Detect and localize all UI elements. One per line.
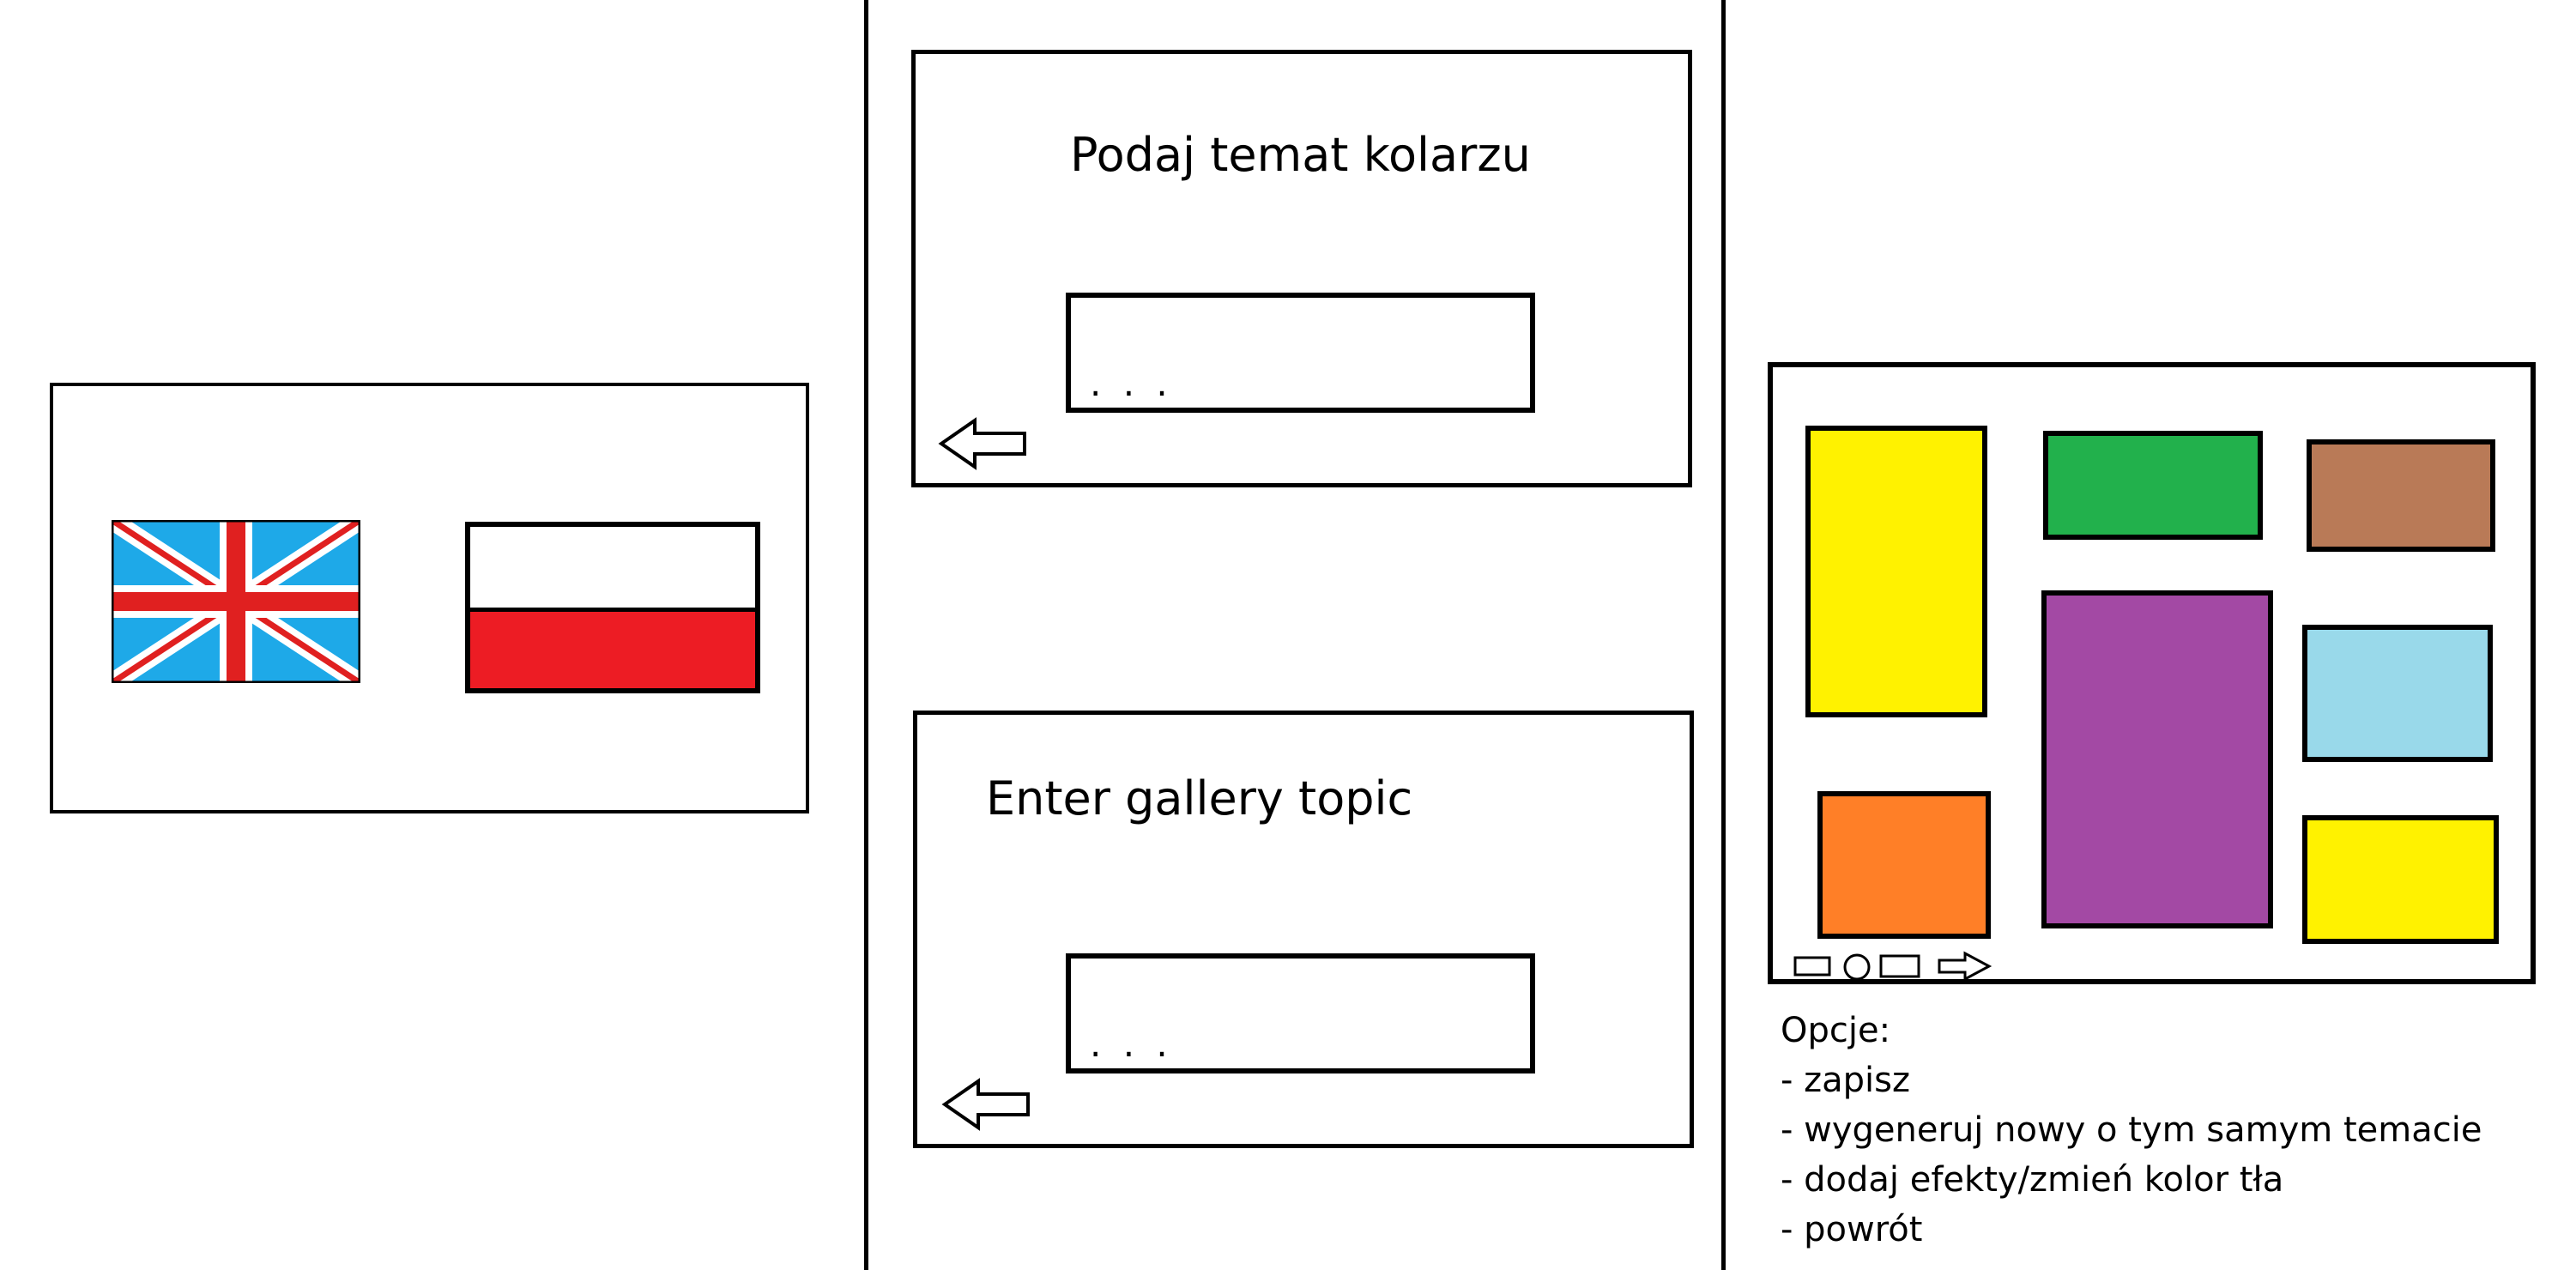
option-regenerate[interactable]: - wygeneruj nowy o tym samym temacie xyxy=(1781,1110,2482,1150)
rectangle-icon[interactable] xyxy=(1793,956,1831,977)
prompt-screen-en: Enter gallery topic . . . xyxy=(913,711,1694,1148)
options-list: Opcje: - zapisz - wygeneruj nowy o tym s… xyxy=(1781,1006,2553,1263)
language-select-frame xyxy=(50,383,809,813)
option-back[interactable]: - powrót xyxy=(1781,1210,1923,1249)
collage-toolbar xyxy=(1793,951,1999,982)
topic-input-en-value: . . . xyxy=(1090,1023,1173,1065)
collage-tile-yellow-small[interactable] xyxy=(2302,815,2499,944)
circle-icon[interactable] xyxy=(1843,953,1871,981)
collage-tile-yellow-tall[interactable] xyxy=(1805,426,1987,717)
divider-left xyxy=(864,0,868,1270)
collage-tile-green[interactable] xyxy=(2043,431,2263,540)
topic-input-pl[interactable]: . . . xyxy=(1066,293,1535,413)
option-save[interactable]: - zapisz xyxy=(1781,1061,1910,1100)
rectangle-icon[interactable] xyxy=(1879,954,1920,978)
collage-tile-light-blue[interactable] xyxy=(2302,625,2493,762)
english-flag-icon[interactable] xyxy=(112,520,360,683)
collage-frame xyxy=(1768,362,2536,984)
polish-flag-white-band xyxy=(470,527,755,608)
options-heading: Opcje: xyxy=(1781,1011,1891,1050)
topic-input-pl-value: . . . xyxy=(1090,362,1173,404)
prompt-title-en: Enter gallery topic xyxy=(986,771,1413,826)
polish-flag-red-band xyxy=(470,608,755,688)
collage-tile-purple[interactable] xyxy=(2041,590,2273,928)
arrow-right-icon[interactable] xyxy=(1938,951,1992,982)
divider-right xyxy=(1721,0,1726,1270)
option-effects[interactable]: - dodaj efekty/zmień kolor tła xyxy=(1781,1160,2284,1200)
prompt-title-pl: Podaj temat kolarzu xyxy=(1070,128,1531,182)
polish-flag-icon[interactable] xyxy=(465,522,760,693)
back-arrow-icon[interactable] xyxy=(937,416,1031,471)
collage-tile-brown[interactable] xyxy=(2307,439,2495,552)
collage-tile-orange[interactable] xyxy=(1817,791,1991,939)
back-arrow-icon[interactable] xyxy=(940,1077,1035,1132)
prompt-screen-pl: Podaj temat kolarzu . . . xyxy=(911,50,1692,487)
topic-input-en[interactable]: . . . xyxy=(1066,953,1535,1073)
